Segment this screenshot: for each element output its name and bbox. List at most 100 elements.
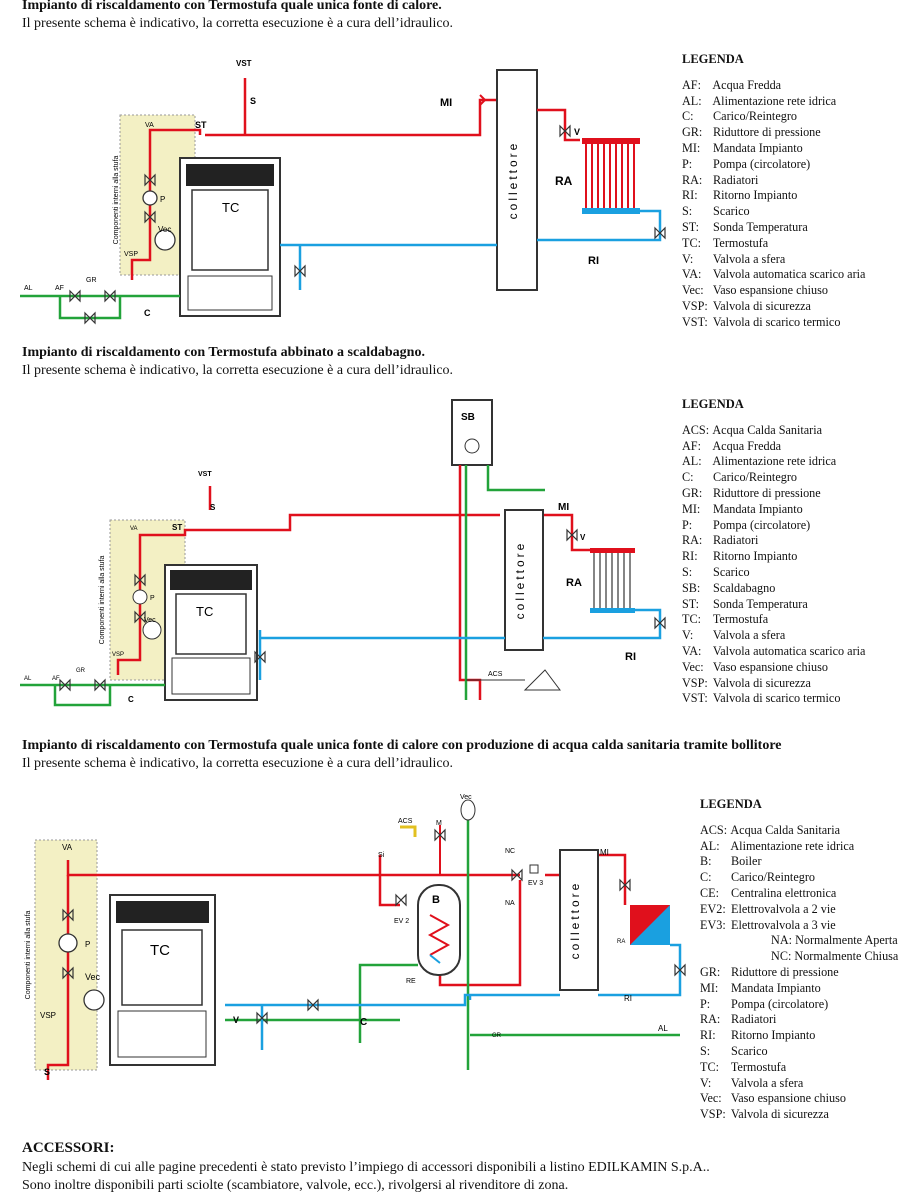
legend-item: ST: Sonda Temperatura [682, 597, 865, 613]
legend-item: NC: Normalmente Chiusa [700, 949, 898, 965]
legend-key: EV2: [700, 901, 726, 916]
re-label: RE [406, 978, 416, 985]
stove-tc [109, 894, 216, 1066]
legend-item: VSP: Valvola di sicurezza [682, 299, 865, 315]
vec-top-label: Vec [460, 794, 472, 801]
legend-text: Elettrovalvola a 3 vie [731, 917, 836, 932]
legend-text: Valvola di scarico termico [712, 314, 841, 329]
legend-item: AL: Alimentazione rete idrica [700, 839, 898, 855]
legend-text: Radiatori [731, 1012, 777, 1027]
section-1-subtitle: Il presente schema è indicativo, la corr… [22, 16, 454, 31]
legend-text: Sonda Temperatura [713, 219, 808, 234]
legend-text: Acqua Calda Sanitaria [730, 822, 841, 837]
legend-item: VST: Valvola di scarico termico [682, 691, 865, 707]
nc-label: NC [505, 848, 515, 855]
legend-key: MI: [700, 980, 719, 995]
legend-item: RA: Radiatori [682, 173, 865, 189]
legend-key: P: [682, 517, 693, 532]
accessories-line-2: Sono inoltre disponibili parti sciolte (… [22, 1178, 569, 1193]
legend-text: Acqua Fredda [712, 77, 782, 92]
legend-item: VSP: Valvola di sicurezza [700, 1107, 898, 1123]
legend-key: SB: [682, 580, 701, 595]
na-label: NA [505, 900, 515, 907]
legend-item: TC: Termostufa [682, 612, 865, 628]
legend-key: RI: [682, 549, 698, 564]
legend-3-title: LEGENDA [700, 797, 762, 811]
legend-item: MI: Mandata Impianto [682, 141, 865, 157]
acs-outlet-icon [523, 669, 561, 691]
legend-item: RA: Radiatori [700, 1012, 898, 1028]
gr-label: GR [76, 668, 86, 674]
legend-item: TC: Termostufa [700, 1060, 898, 1076]
legend-text: Scarico [731, 1043, 768, 1058]
legend-text: Alimentazione rete idrica [712, 454, 837, 469]
legend-key: V: [700, 1075, 712, 1090]
va-label: VA [145, 122, 154, 129]
legend-text: Boiler [731, 854, 762, 869]
legend-text: Scaldabagno [713, 580, 776, 595]
legend-item: VA: Valvola automatica scarico aria [682, 644, 865, 660]
legend-item: V: Valvola a sfera [700, 1076, 898, 1092]
ri-label: RI [625, 651, 636, 663]
legend-item: NA: Normalmente Aperta [700, 933, 898, 949]
legend-item: MI: Mandata Impianto [700, 981, 898, 997]
feed-line [20, 294, 180, 320]
legend-item: AL: Alimentazione rete idrica [682, 454, 865, 470]
m-label: M [436, 820, 442, 827]
expansion-vessel-icon [154, 229, 176, 251]
legend-key: VSP: [700, 1107, 726, 1122]
legend-text: Riduttore di pressione [713, 125, 821, 140]
legend-key: Vec: [700, 1091, 722, 1106]
legend-item: MI: Mandata Impianto [682, 502, 865, 518]
legend-key: VST: [682, 314, 708, 329]
legend-text: Vaso espansione chiuso [712, 659, 828, 674]
legend-item: GR: Riduttore di pressione [700, 965, 898, 981]
legend-item: RA: Radiatori [682, 533, 865, 549]
legend-text: Valvola a sfera [712, 251, 786, 266]
section-3-title: Impianto di riscaldamento con Termostufa… [22, 738, 782, 753]
c-label: C [360, 1017, 367, 1028]
vst-label: VST [198, 471, 212, 478]
valve-icon [59, 528, 666, 692]
legend-key: RA: [682, 172, 703, 187]
legend-key: AL: [682, 454, 702, 469]
legend-item: AL: Alimentazione rete idrica [682, 94, 865, 110]
pump-icon [58, 933, 78, 953]
radiator-ra [630, 905, 670, 945]
legend-key: GR: [682, 125, 703, 140]
va-label: VA [62, 843, 73, 852]
legend-item: P: Pompa (circolatore) [700, 997, 898, 1013]
legend-text: Elettrovalvola a 2 vie [731, 901, 836, 916]
vec-label: Vec [144, 617, 156, 624]
diagram-3: Componenti interni alla stufa TC B RE co… [25, 794, 686, 1080]
pump-icon [142, 190, 158, 206]
legend-key: AL: [682, 93, 702, 108]
section-1-title: Impianto di riscaldamento con Termostufa… [22, 0, 442, 13]
legend-item: V: Valvola a sfera [682, 252, 865, 268]
feed-line [20, 683, 165, 707]
legend-key: VSP: [682, 675, 708, 690]
legend-item: C: Carico/Reintegro [682, 109, 865, 125]
vst-label: VST [236, 59, 252, 68]
accessories-line-1: Negli schemi di cui alle pagine preceden… [22, 1160, 710, 1175]
mandata-line [66, 855, 560, 987]
legend-item: RI: Ritorno Impianto [700, 1028, 898, 1044]
legend-key: VA: [682, 643, 702, 658]
legend-text: Termostufa [712, 612, 769, 627]
collettore-label: collettore [568, 881, 582, 960]
legend-text: Ritorno Impianto [713, 549, 798, 564]
legend-text: Vaso espansione chiuso [730, 1091, 846, 1106]
legend-item: CE: Centralina elettronica [700, 886, 898, 902]
legend-item: P: Pompa (circolatore) [682, 518, 865, 534]
af-label: AF [55, 285, 64, 292]
al-label: AL [658, 1024, 668, 1033]
valve-icon [69, 124, 666, 325]
expansion-vessel-icon [142, 620, 162, 640]
legend-key: AF: [682, 77, 701, 92]
legend-key: MI: [682, 140, 701, 155]
tc-label: TC [222, 200, 239, 215]
